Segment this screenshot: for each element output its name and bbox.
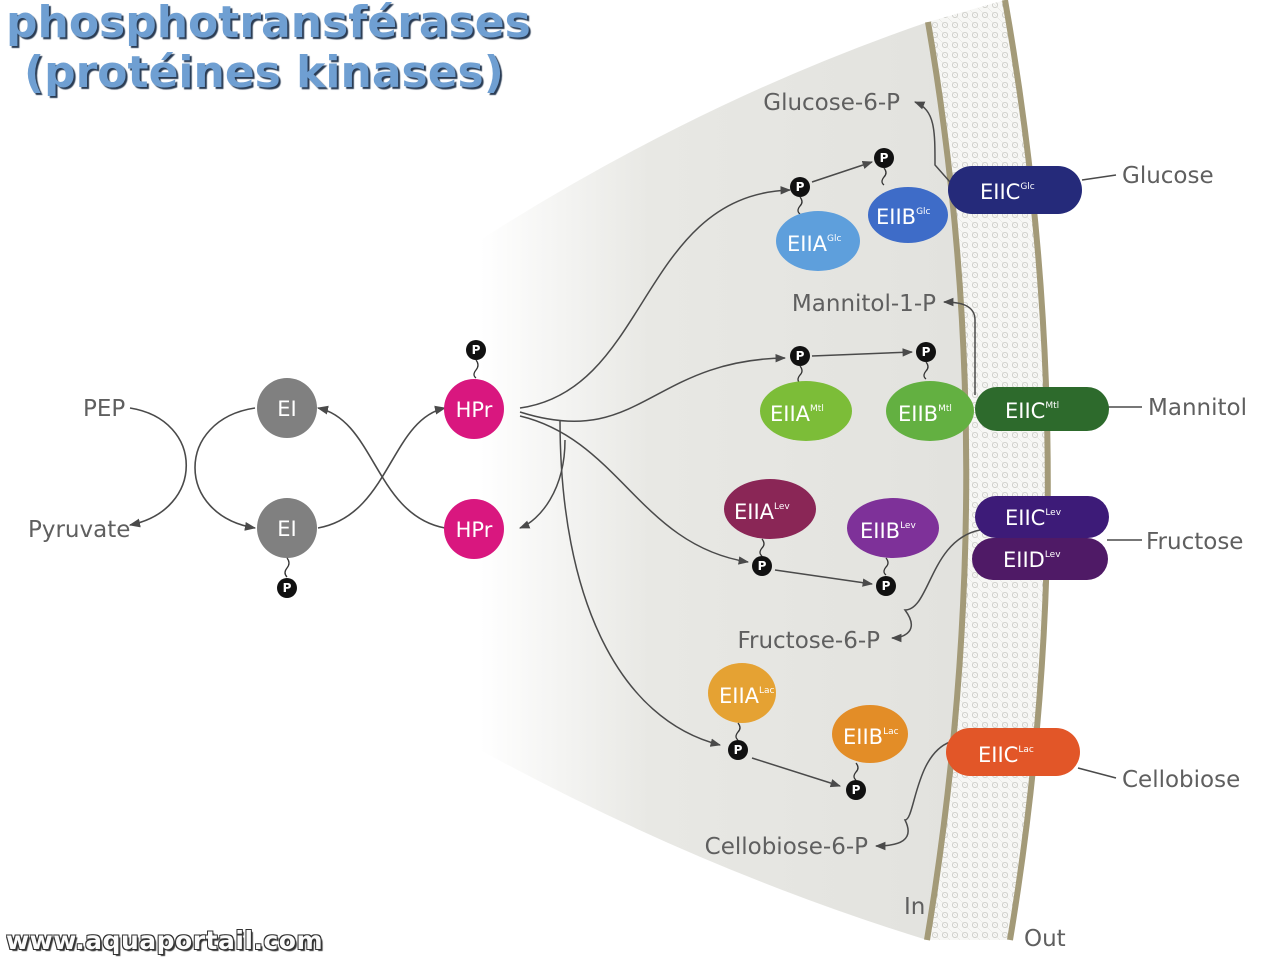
svg-text:P: P: [852, 783, 861, 797]
protein-eiic-mtl: EIICMtl: [975, 387, 1109, 431]
svg-text:EIICGlc: EIICGlc: [980, 180, 1035, 204]
svg-text:P: P: [758, 559, 767, 573]
product-fructose-6p: Fructose-6-P: [737, 628, 880, 654]
svg-text:EIIALev: EIIALev: [734, 500, 790, 524]
outside-label: Out: [1024, 926, 1066, 952]
protein-hpr-top: HPr: [444, 379, 504, 439]
svg-text:HPr: HPr: [456, 398, 493, 422]
protein-eiia-lev: EIIALev: [724, 479, 816, 539]
arrow-mannitol-1p: [942, 297, 976, 395]
product-mannitol-1p: Mannitol-1-P: [792, 291, 936, 317]
svg-text:P: P: [283, 581, 292, 595]
protein-eiib-lev: EIIBLev: [847, 498, 939, 558]
phospho-eiib-glc: P: [874, 148, 894, 186]
protein-eiib-lac: EIIBLac: [832, 705, 908, 763]
membrane-outer-edge: [1002, 0, 1051, 941]
phospho-ei: P: [277, 557, 297, 598]
phospho-eiia-lac: P: [728, 722, 748, 760]
svg-text:EIIBMtl: EIIBMtl: [898, 402, 952, 426]
ei-cycle: [128, 405, 447, 531]
product-cellobiose-6p: Cellobiose-6-P: [705, 834, 868, 860]
svg-text:P: P: [880, 151, 889, 165]
pyruvate-label: Pyruvate: [28, 517, 130, 543]
arrow-hpr-phosphorylation: [317, 405, 447, 529]
svg-text:EIIAGlc: EIIAGlc: [787, 232, 842, 256]
site-watermark: www.aquaportail.com: [6, 926, 324, 955]
svg-text:P: P: [796, 349, 805, 363]
svg-text:EIIBGlc: EIIBGlc: [876, 205, 931, 229]
svg-text:P: P: [882, 579, 891, 593]
svg-text:P: P: [796, 180, 805, 194]
hpr-branches: [519, 186, 792, 747]
transfer-glc: [811, 161, 873, 183]
arrow-glucose-6p: [914, 101, 951, 183]
protein-ei-top: EI: [257, 378, 317, 438]
product-glucose-6p: Glucose-6-P: [763, 90, 900, 116]
arrow-cellobiose-6p: [874, 741, 951, 851]
protein-eiic-glc: EIICGlc: [948, 166, 1082, 214]
substrate-lines: [1077, 174, 1142, 779]
arrow-ei-phosphorylation: [194, 407, 257, 531]
branch-mtl: [519, 353, 787, 423]
svg-text:P: P: [922, 345, 931, 359]
protein-eiid-lev: EIIDLev: [972, 538, 1108, 580]
page-title: phosphotransférases (protéines kinases): [6, 0, 531, 98]
transfer-lac: [751, 757, 842, 788]
protein-ei-bottom: EI: [257, 498, 317, 558]
branch-glc: [519, 186, 792, 409]
svg-text:EIIDLev: EIIDLev: [1003, 548, 1061, 572]
membrane-inner-edge: [924, 21, 970, 941]
title-line-2: (protéines kinases): [24, 47, 504, 98]
protein-eiia-mtl: EIIAMtl: [760, 381, 852, 441]
product-arrows: [874, 101, 981, 851]
svg-text:EIIBLac: EIIBLac: [843, 725, 899, 749]
substrate-mannitol: Mannitol: [1148, 395, 1247, 421]
svg-text:P: P: [472, 343, 481, 357]
protein-eiic-lev: EIICLev: [975, 496, 1109, 538]
inside-label: In: [904, 894, 925, 920]
arrow-ei-return: [316, 405, 446, 529]
svg-text:EIIALac: EIIALac: [719, 684, 775, 708]
transfer-lev: [774, 569, 874, 587]
protein-eiib-mtl: EIIBMtl: [886, 381, 974, 441]
substrate-cellobiose: Cellobiose: [1122, 767, 1240, 793]
arrow-fructose-6p: [890, 529, 981, 643]
transfer-arrows: [751, 161, 914, 788]
svg-text:EIIBLev: EIIBLev: [860, 519, 916, 543]
phospho-eiia-mtl: P: [790, 346, 810, 384]
protein-eiia-lac: EIIALac: [708, 663, 776, 723]
protein-eiia-glc: EIIAGlc: [776, 211, 860, 271]
phospho-eiia-lev: P: [752, 538, 772, 576]
pep-label: PEP: [83, 396, 125, 422]
substrate-fructose: Fructose: [1146, 529, 1243, 555]
arrow-pep-pyruvate: [128, 407, 188, 528]
phospho-eiib-lev: P: [876, 557, 896, 596]
phospho-eiib-mtl: P: [916, 342, 936, 380]
svg-text:EIICMtl: EIICMtl: [1005, 399, 1059, 423]
transfer-mtl: [811, 348, 914, 357]
phospho-eiib-lac: P: [846, 762, 866, 800]
svg-text:EIICLac: EIICLac: [978, 743, 1034, 767]
svg-text:EI: EI: [277, 397, 296, 421]
phospho-eiia-glc: P: [790, 177, 810, 215]
svg-text:HPr: HPr: [456, 518, 493, 542]
protein-eiib-glc: EIIBGlc: [868, 187, 948, 243]
branch-lev: [519, 415, 750, 565]
svg-text:P: P: [734, 743, 743, 757]
hpr-back: [519, 439, 566, 529]
substrate-glucose: Glucose: [1122, 163, 1214, 189]
svg-text:EIIAMtl: EIIAMtl: [770, 402, 824, 426]
svg-text:EI: EI: [277, 517, 296, 541]
branch-lac: [559, 419, 722, 747]
svg-text:EIICLev: EIICLev: [1005, 506, 1062, 530]
protein-eiic-lac: EIICLac: [946, 728, 1080, 776]
protein-hpr-bottom: HPr: [444, 499, 504, 559]
title-line-1: phosphotransférases: [6, 0, 531, 48]
phospho-hpr: P: [466, 340, 486, 379]
